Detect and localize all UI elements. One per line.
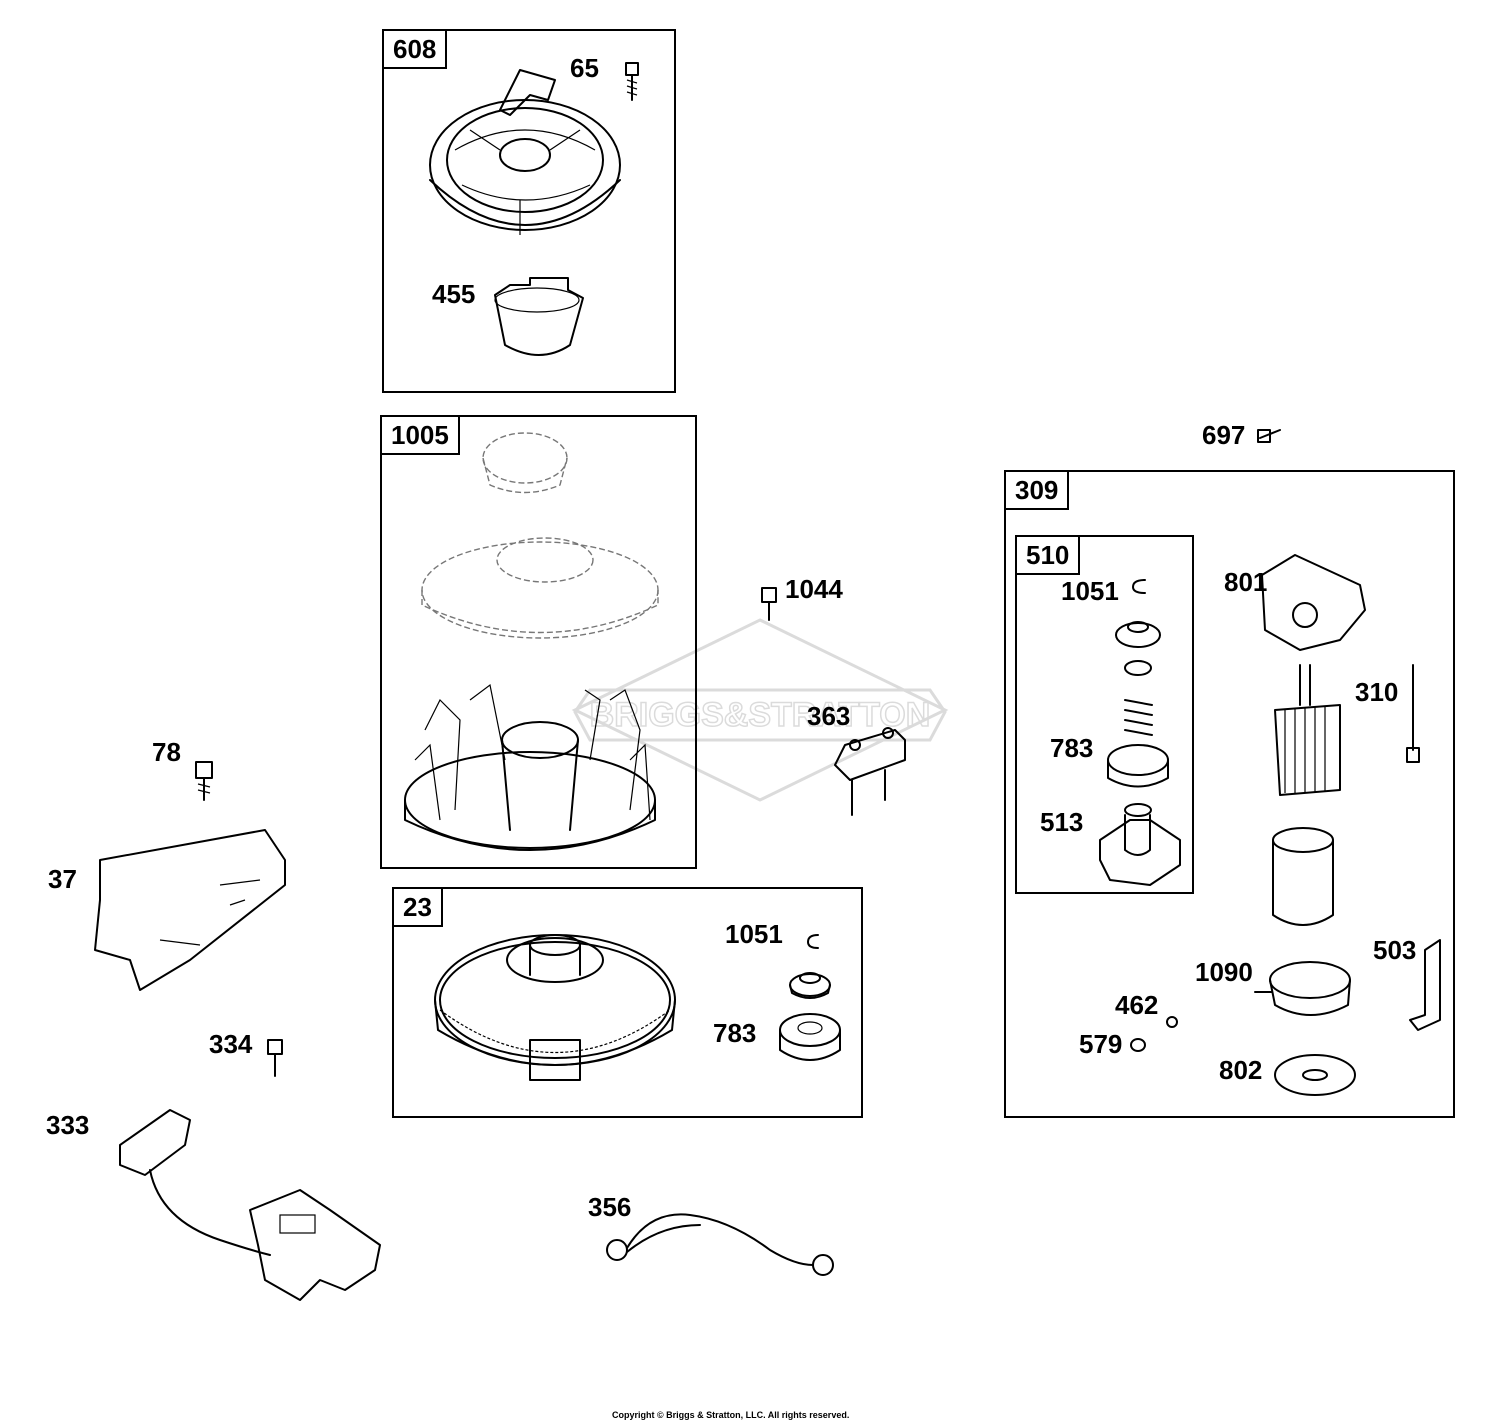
callout-363[interactable]: 363: [807, 701, 851, 731]
box-1005-frame: 1005: [380, 415, 697, 869]
gear-783-drive-part: [1107, 744, 1169, 788]
box-510-frame: 510: [1015, 535, 1194, 894]
box-23-label: 23: [392, 887, 443, 927]
cap-1051-flywheel-part: [789, 972, 831, 999]
nut-579-part: [1130, 1038, 1146, 1052]
box-608-frame: 608: [382, 29, 676, 393]
callout-1044[interactable]: 1044: [785, 574, 843, 604]
callout-783-flywheel[interactable]: 783: [713, 1018, 757, 1048]
box-1005-label: 1005: [380, 415, 460, 455]
callout-1051-flywheel[interactable]: 1051: [725, 919, 783, 949]
cap-drive-part: [1115, 621, 1161, 676]
bracket-503-part: [1409, 939, 1441, 1031]
callout-1051-drive[interactable]: 1051: [1061, 576, 1119, 606]
callout-462[interactable]: 462: [1115, 990, 1159, 1020]
gear-783-flywheel-part: [779, 1013, 841, 1061]
drive-513-part: [1099, 803, 1181, 886]
callout-333[interactable]: 333: [46, 1110, 90, 1140]
recoil-starter-part: [429, 69, 621, 235]
shield-37-part: [94, 829, 286, 991]
plate-802-part: [1274, 1054, 1356, 1096]
flywheel-part: [434, 934, 676, 1081]
callout-697[interactable]: 697: [1202, 420, 1246, 450]
callout-65[interactable]: 65: [570, 53, 599, 83]
callout-334[interactable]: 334: [209, 1029, 253, 1059]
screw-78-part: [195, 761, 213, 801]
box-23-frame: 23: [392, 887, 863, 1118]
callout-783-drive[interactable]: 783: [1050, 733, 1094, 763]
screw-334-part: [267, 1039, 283, 1077]
screw-65-part: [625, 62, 639, 101]
callout-37[interactable]: 37: [48, 864, 77, 894]
callout-801[interactable]: 801: [1224, 567, 1268, 597]
watermark-text: BRIGGS&STRATTON: [590, 696, 931, 734]
box-309-label: 309: [1004, 470, 1070, 510]
armature-part: [1274, 664, 1341, 796]
box-608-label: 608: [382, 29, 448, 69]
screw-697-part: [1257, 429, 1281, 443]
end-cap-801-part: [1261, 554, 1366, 651]
watermark-logo: BRIGGS&STRATTON: [571, 618, 949, 802]
spring-drive-part: [1124, 699, 1153, 736]
callout-513[interactable]: 513: [1040, 807, 1084, 837]
callout-1090[interactable]: 1090: [1195, 957, 1253, 987]
callout-310[interactable]: 310: [1355, 677, 1399, 707]
ignition-coil-333-part: [119, 1109, 381, 1301]
ground-wire-356-part: [606, 1213, 834, 1276]
callout-503[interactable]: 503: [1373, 935, 1417, 965]
box-510-label: 510: [1015, 535, 1081, 575]
bolt-310-part: [1406, 664, 1420, 763]
callout-802[interactable]: 802: [1219, 1055, 1263, 1085]
callout-455[interactable]: 455: [432, 279, 476, 309]
retainer-1051-drive-part: [1132, 579, 1146, 594]
callout-78[interactable]: 78: [152, 737, 181, 767]
callout-579[interactable]: 579: [1079, 1029, 1123, 1059]
screw-1044-part: [761, 587, 777, 621]
starter-cup-455-part: [494, 277, 584, 356]
housing-part: [1272, 827, 1334, 926]
copyright-notice: Copyright © Briggs & Stratton, LLC. All …: [612, 1410, 850, 1420]
callout-356[interactable]: 356: [588, 1192, 632, 1222]
fan-assembly-part: [404, 432, 659, 851]
bracket-363-part: [834, 727, 906, 816]
brush-holder-1090-part: [1254, 961, 1351, 1016]
washer-462-part: [1166, 1016, 1178, 1028]
box-309-frame: 309: [1004, 470, 1455, 1118]
retainer-1051-flywheel-part: [807, 934, 819, 949]
